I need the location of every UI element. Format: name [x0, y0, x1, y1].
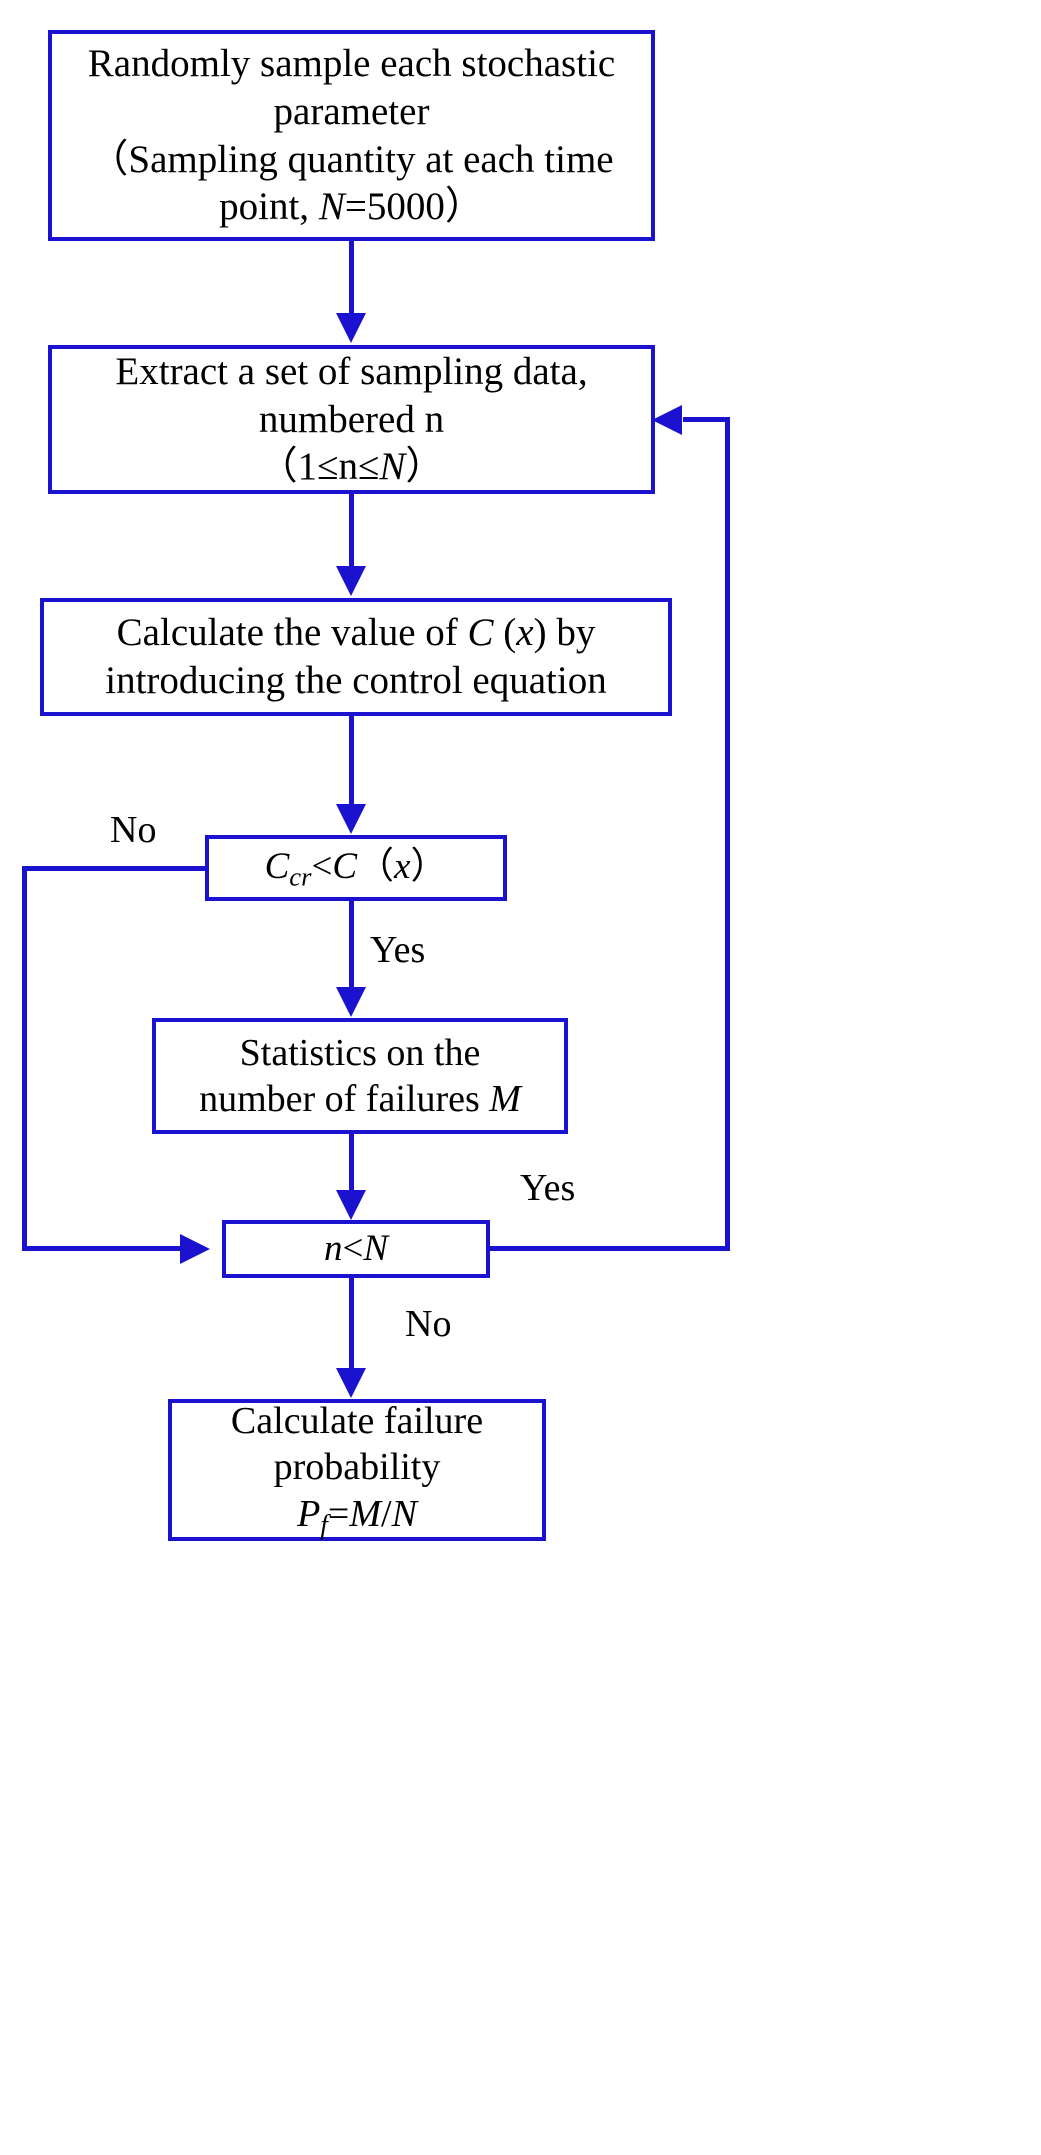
node-randomly-sample[interactable]: Randomly sample each stochastic paramete… — [48, 30, 655, 241]
calc-c-variable-x: x — [516, 611, 534, 655]
edge-extract-to-calc-line — [349, 494, 354, 568]
edge-label-ccr-no: No — [110, 809, 157, 851]
edge-label-nn-no: No — [405, 1303, 452, 1345]
node-extract-line-1: Extract a set of sampling data, — [115, 350, 588, 394]
edge-label-ccr-yes: Yes — [370, 929, 426, 971]
ccr-operator: < — [311, 846, 333, 888]
close-paren: ） — [410, 844, 448, 888]
node-pf-line-2: probability — [273, 1446, 441, 1489]
nn-variable-N: N — [363, 1228, 389, 1270]
node-calc-c-line-1: Calculate the value of C (x) by — [50, 609, 662, 657]
open-paren: （ — [89, 136, 129, 182]
extract-range-lower: 1≤n≤ — [297, 445, 380, 489]
sample-count-value: =5000 — [344, 185, 445, 229]
open-paren: （ — [357, 844, 394, 888]
ccr-subscript: cr — [289, 861, 312, 892]
pf-subscript-f: f — [320, 1509, 328, 1540]
sample-count-prefix: point, — [219, 185, 319, 229]
pf-variable-p: P — [297, 1492, 321, 1535]
edge-label-nn-yes: Yes — [520, 1167, 576, 1209]
node-calculate-value-of-c[interactable]: Calculate the value of C (x) by introduc… — [40, 598, 672, 716]
close-paren: ） — [444, 184, 484, 230]
edge-nn-yes-vertical — [725, 417, 730, 1251]
calc-c-mid: ( — [493, 611, 517, 655]
ccr-variable-c: C — [264, 846, 290, 888]
edge-ccr-no-horizontal-top — [22, 866, 207, 871]
node-statistics-failures-text: Statistics on the number of failures M — [156, 1030, 564, 1123]
node-randomly-sample-line-2: parameter — [273, 89, 430, 133]
calc-c-variable-c: C — [467, 611, 494, 655]
ccr-variable-c2: C — [332, 846, 357, 888]
open-paren: （ — [258, 444, 298, 490]
edge-ccr-yes-arrowhead-icon — [336, 987, 366, 1017]
edge-sample-to-extract-arrowhead-icon — [336, 313, 366, 343]
node-stats-line-1: Statistics on the — [239, 1031, 481, 1074]
edge-calc-to-decision-line — [349, 716, 354, 806]
stats-prefix: number of failures — [199, 1078, 490, 1120]
node-decision-ccr-lt-cx[interactable]: Ccr<C（x） — [205, 835, 507, 901]
sample-count-variable: N — [318, 185, 345, 229]
edge-nn-no-line — [349, 1278, 354, 1370]
edge-ccr-no-vertical — [22, 866, 27, 1249]
decision-n-expression: n<N — [232, 1226, 480, 1271]
node-calc-c-line-2: introducing the control equation — [105, 659, 607, 702]
edge-nn-yes-horizontal-top — [683, 417, 730, 422]
node-randomly-sample-line-4: point, N=5000） — [58, 183, 645, 231]
edge-nn-no-arrowhead-icon — [336, 1368, 366, 1398]
edge-extract-to-calc-arrowhead-icon — [336, 566, 366, 596]
nn-operator: < — [342, 1228, 364, 1270]
extract-range-upper-variable: N — [379, 445, 406, 489]
node-decision-ccr-text: Ccr<C（x） — [209, 843, 503, 893]
node-randomly-sample-text: Randomly sample each stochastic paramete… — [52, 40, 651, 230]
node-extract-line-3: （1≤n≤N） — [58, 443, 645, 491]
node-randomly-sample-line-1: Randomly sample each stochastic — [87, 42, 616, 86]
node-extract-line-2: numbered n — [258, 397, 445, 441]
node-pf-line-3: Pf=M/N — [178, 1491, 536, 1542]
pf-variable-n: N — [391, 1492, 417, 1535]
edge-stats-to-nn-line — [349, 1134, 354, 1192]
edge-calc-to-decision-arrowhead-icon — [336, 804, 366, 834]
calc-c-suffix: ) by — [533, 611, 596, 655]
node-decision-n-lt-N[interactable]: n<N — [222, 1220, 490, 1278]
ccr-variable-x: x — [394, 846, 411, 888]
node-statistics-failures[interactable]: Statistics on the number of failures M — [152, 1018, 568, 1134]
pf-slash: / — [381, 1492, 392, 1535]
node-randomly-sample-line-3: （Sampling quantity at each time — [58, 136, 645, 184]
node-randomly-sample-line-3-text: Sampling quantity at each time — [128, 137, 614, 181]
pf-variable-m: M — [349, 1492, 381, 1535]
edge-ccr-yes-line — [349, 901, 354, 989]
edge-stats-to-nn-arrowhead-icon — [336, 1190, 366, 1220]
nn-variable-n: n — [323, 1228, 343, 1270]
close-paren: ） — [405, 444, 445, 490]
node-decision-n-text: n<N — [226, 1226, 486, 1271]
decision-ccr-expression: Ccr<C（x） — [215, 843, 497, 893]
node-extract-sampling-data[interactable]: Extract a set of sampling data, numbered… — [48, 345, 655, 494]
node-calculate-failure-probability[interactable]: Calculate failure probability Pf=M/N — [168, 1399, 546, 1541]
node-extract-sampling-data-text: Extract a set of sampling data, numbered… — [52, 348, 651, 491]
edge-ccr-no-arrowhead-icon — [180, 1234, 210, 1264]
edge-nn-yes-horizontal-bottom — [490, 1246, 730, 1251]
node-pf-line-1: Calculate failure — [230, 1400, 484, 1443]
edge-sample-to-extract-line — [349, 241, 354, 315]
calc-c-prefix: Calculate the value of — [116, 611, 468, 655]
pf-equals: = — [327, 1492, 350, 1535]
node-calculate-failure-probability-text: Calculate failure probability Pf=M/N — [172, 1398, 542, 1542]
stats-variable-m: M — [489, 1078, 521, 1120]
node-stats-line-2: number of failures M — [162, 1076, 558, 1122]
node-calculate-value-of-c-text: Calculate the value of C (x) by introduc… — [44, 609, 668, 704]
edge-ccr-no-horizontal-bottom — [22, 1246, 182, 1251]
edge-nn-yes-arrowhead-icon — [652, 405, 682, 435]
